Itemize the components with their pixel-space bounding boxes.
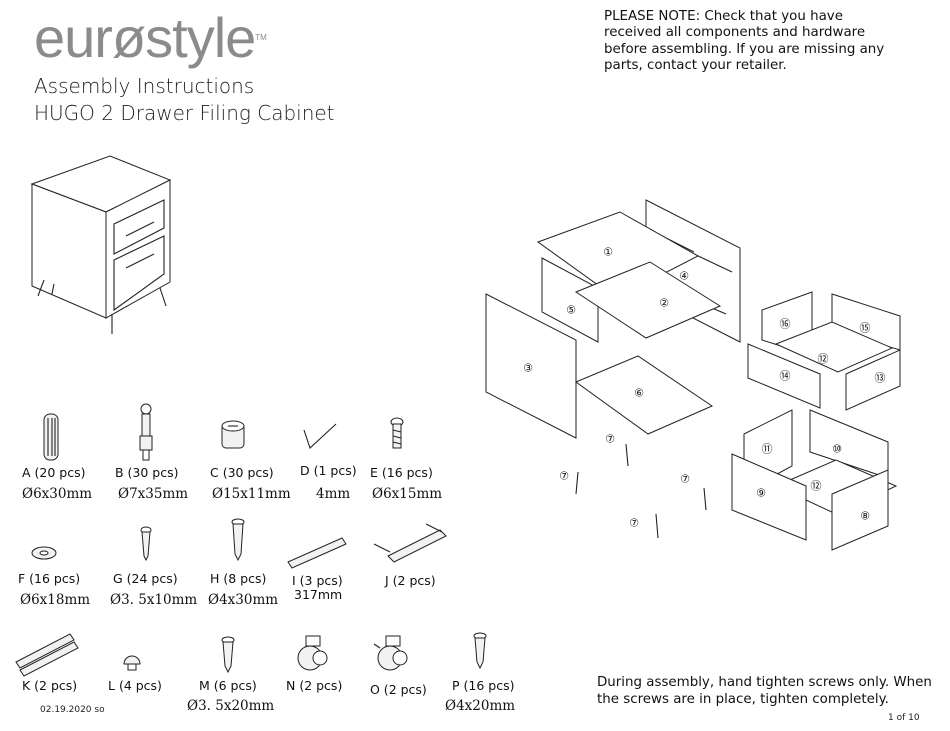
caster-icon <box>297 635 328 671</box>
drawer-slide-icon <box>15 633 79 677</box>
brand-logo: eurøstyleTM <box>34 6 267 70</box>
cam-bolt-icon <box>139 403 153 461</box>
cabinet-illustration <box>30 155 172 334</box>
panel-number-3: ③ <box>523 362 533 375</box>
panel-number-7a: ⑦ <box>605 433 615 446</box>
braked-caster-icon <box>373 635 408 671</box>
hardware-label-d: D (1 pcs) <box>300 463 357 478</box>
hardware-label-l: L (4 pcs) <box>108 678 162 693</box>
panel-number-6: ⑥ <box>634 387 644 400</box>
panel-6 <box>574 355 714 435</box>
hardware-label-i: I (3 pcs) <box>292 573 343 588</box>
panel-number-7d: ⑦ <box>629 517 639 530</box>
hardware-label-j: J (2 pcs) <box>385 573 436 588</box>
panel-number-10: ⑩ <box>832 443 842 456</box>
hardware-label-h: H (8 pcs) <box>210 571 267 586</box>
dowel-icon <box>43 413 59 461</box>
screw-icon <box>140 526 152 562</box>
hardware-dim-g: Ø3. 5x10mm <box>110 592 198 608</box>
hardware-icons <box>15 403 487 677</box>
panel-number-12-lower: ⑫ <box>811 480 822 493</box>
product-title: HUGO 2 Drawer Filing Cabinet <box>34 101 335 125</box>
panel-number-11: ⑪ <box>762 443 773 456</box>
hardware-label-f: F (16 pcs) <box>18 571 81 586</box>
panel-number-1: ① <box>603 246 613 259</box>
hardware-label-p: P (16 pcs) <box>452 678 515 693</box>
cam-lock-icon <box>221 420 245 449</box>
panel-number-14: ⑭ <box>780 370 791 383</box>
hardware-label-c: C (30 pcs) <box>210 465 274 480</box>
upper-drawer <box>747 291 901 411</box>
panel-number-5: ⑤ <box>566 304 576 317</box>
trademark: TM <box>255 33 267 42</box>
hardware-dim-m: Ø3. 5x20mm <box>187 698 275 714</box>
brand-name: eurøstyle <box>34 6 256 69</box>
hardware-label-n: N (2 pcs) <box>286 678 343 693</box>
hardware-label-o: O (2 pcs) <box>370 682 427 697</box>
panel-number-9: ⑨ <box>756 487 766 500</box>
hardware-dim-i: 317mm <box>294 587 343 602</box>
allen-key-icon <box>303 423 337 449</box>
panel-number-15: ⑮ <box>860 322 871 335</box>
panel-number-13: ⑬ <box>875 372 886 385</box>
panel-3 <box>485 293 577 439</box>
lower-drawer <box>731 409 898 551</box>
hardware-dim-e: Ø6x15mm <box>372 486 443 502</box>
panel-number-12-upper: ⑫ <box>818 353 829 366</box>
washer-icon <box>31 546 57 560</box>
bolt-icon <box>390 417 404 449</box>
hardware-label-e: E (16 pcs) <box>370 465 433 480</box>
hardware-dim-c: Ø15x11mm <box>212 486 291 502</box>
hardware-label-k: K (2 pcs) <box>22 678 78 693</box>
assembly-tip: During assembly, hand tighten screws onl… <box>597 675 932 707</box>
hardware-dim-f: Ø6x18mm <box>20 592 91 608</box>
hardware-label-b: B (30 pcs) <box>115 465 179 480</box>
small-screw-icon <box>221 636 235 674</box>
leveler-icon <box>123 655 141 671</box>
hardware-dim-p: Ø4x20mm <box>445 698 516 714</box>
panel-number-8: ⑧ <box>860 510 870 523</box>
panel-number-2: ② <box>659 297 669 310</box>
rod-icon <box>287 537 347 569</box>
panel-number-16: ⑯ <box>780 318 791 331</box>
hardware-dim-d: 4mm <box>316 486 351 502</box>
doc-subtitle: Assembly Instructions <box>34 74 255 98</box>
document-date: 02.19.2020 so <box>40 705 105 715</box>
hardware-label-m: M (6 pcs) <box>199 678 257 693</box>
panel-number-7c: ⑦ <box>680 473 690 486</box>
hardware-dim-h: Ø4x30mm <box>208 592 279 608</box>
please-note: PLEASE NOTE: Check that you have receive… <box>604 9 885 74</box>
exploded-assembly-diagram: ① ② ③ ④ ⑤ ⑥ ⑦ ⑦ ⑦ ⑦ ⑧ ⑨ ⑩ ⑪ ⑫ ⑫ ⑬ ⑭ ⑮ ⑯ <box>485 199 901 551</box>
panel-2 <box>574 261 722 339</box>
hardware-dim-a: Ø6x30mm <box>22 486 93 502</box>
panel-5 <box>541 257 599 343</box>
panel-number-4: ④ <box>679 270 689 283</box>
handle-icon <box>373 523 447 563</box>
page-indicator: 1 of 10 <box>888 713 920 723</box>
panel-1 <box>536 211 700 299</box>
legs <box>575 443 707 539</box>
hardware-dim-b: Ø7x35mm <box>118 486 189 502</box>
hardware-label-g: G (24 pcs) <box>113 571 178 586</box>
hardware-label-a: A (20 pcs) <box>22 465 86 480</box>
flat-screw-icon <box>473 632 487 670</box>
long-screw-icon <box>231 518 245 562</box>
panel-number-7b: ⑦ <box>559 470 569 483</box>
